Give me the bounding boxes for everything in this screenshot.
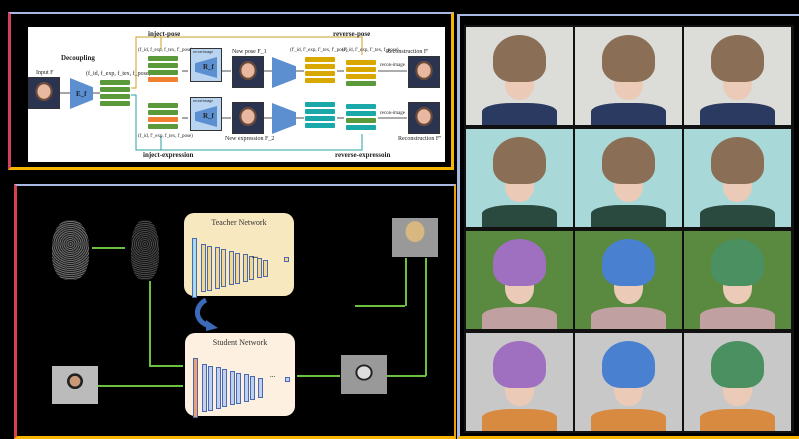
output-hair-photo (392, 218, 438, 257)
network-layer (249, 256, 254, 280)
teacher-label: Teacher Network (211, 218, 267, 227)
top-panel-frame (8, 12, 454, 170)
distill-curved-arrow (195, 298, 218, 331)
network-layer (192, 238, 197, 298)
gallery-photo (466, 129, 573, 227)
network-layer (244, 374, 249, 402)
network-layer (222, 369, 227, 407)
diagram-connectors (60, 36, 407, 151)
gallery-photo (684, 27, 791, 125)
network-layer (229, 250, 234, 286)
decoupling-label: Decoupling (61, 54, 95, 62)
gallery-photo (684, 333, 791, 431)
network-layer (216, 367, 221, 409)
ellipsis: ... (252, 251, 258, 260)
inject-pose-label: inject-pose (148, 30, 181, 38)
renderer-block-expression: recon-image R_f (190, 97, 222, 131)
gallery-photo (575, 27, 682, 125)
network-layer (221, 249, 226, 287)
gallery-photo (575, 129, 682, 227)
reverse-pose-label: reverse-pose (333, 30, 371, 38)
network-layer (236, 372, 241, 404)
gallery-photo (575, 231, 682, 329)
face-mesh-dense (52, 220, 89, 280)
hair-gallery (464, 25, 794, 433)
exp-swapped-features: (f_id, f'_exp, f_tex, f_pose) (138, 134, 193, 139)
gallery-frame (457, 14, 799, 439)
new-expression-label: New expression F_2 (225, 136, 275, 142)
input-label: Input F (36, 70, 54, 76)
network-layer (215, 247, 220, 289)
renderer-label: R_f (203, 112, 214, 120)
re-encoded-features-pose: (f'_id, f'_exp, f'_tex, f'_pose) (290, 48, 348, 53)
network-layer (263, 259, 268, 277)
gallery-photo (684, 231, 791, 329)
input-person-photo (52, 366, 98, 404)
recon-image-arrow-label-2: recon-image (380, 111, 405, 116)
inject-expression-label: inject-expression (143, 151, 194, 159)
network-layer (201, 243, 206, 293)
features-label: (f_id, f_exp, f_tex, f_pose) (86, 71, 151, 77)
reconstruction-1-face (408, 56, 440, 88)
inject-expression-line (131, 94, 363, 151)
teacher-network: Teacher Network ... (184, 213, 294, 298)
gallery-photo (466, 231, 573, 329)
bottom-panel-frame (14, 184, 456, 439)
recon-image-label: recon-image (193, 49, 213, 54)
ellipsis: ... (270, 371, 276, 379)
reconstruction-2-label: Reconstruction F'' (398, 136, 442, 142)
reconstruction-2-face (408, 102, 440, 134)
encoder-label: E_f (76, 90, 87, 98)
network-layer (258, 377, 263, 399)
reconstruction-1-label: Reconstruction F' (386, 49, 429, 55)
restored-features-pose: (f'_id, f'_exp, f'_tex, f_pose) (342, 48, 399, 53)
inject-pose-line (131, 36, 363, 89)
recon-image-label: recon-image (193, 98, 213, 103)
network-layer (235, 252, 240, 284)
network-layer (257, 257, 262, 279)
recon-image-arrow-label: recon-image (380, 63, 405, 68)
gallery-photo (684, 129, 791, 227)
gallery-photo (466, 27, 573, 125)
gallery-photo (575, 333, 682, 431)
reverse-expression-label: reverse-expressoin (335, 151, 391, 159)
pose-swapped-features: (f_id, f_exp, f_tex, f'_pose) (138, 48, 193, 53)
input-face-image (28, 77, 60, 109)
network-layer (207, 245, 212, 291)
new-pose-face (232, 56, 264, 88)
new-pose-label: New pose F_1 (232, 49, 267, 55)
renderer-label: R_f (203, 63, 214, 71)
network-layer (250, 376, 255, 400)
encoder-block (70, 78, 93, 109)
network-layer (243, 254, 248, 282)
student-label: Student Network (212, 338, 268, 347)
arrow (92, 247, 125, 249)
network-layer (193, 358, 198, 418)
renderer-block-pose: recon-image R_f (190, 48, 222, 82)
decoupling-diagram (28, 27, 445, 162)
network-layer (230, 370, 235, 406)
new-expression-face (232, 102, 264, 134)
output-node (284, 257, 289, 262)
rendered-head-image (341, 355, 387, 394)
network-layer (202, 363, 207, 413)
output-node (285, 377, 290, 382)
gallery-photo (466, 333, 573, 431)
network-layer (208, 365, 213, 411)
face-mesh-sparse (131, 220, 159, 280)
student-network: Student Network ... (185, 333, 295, 418)
